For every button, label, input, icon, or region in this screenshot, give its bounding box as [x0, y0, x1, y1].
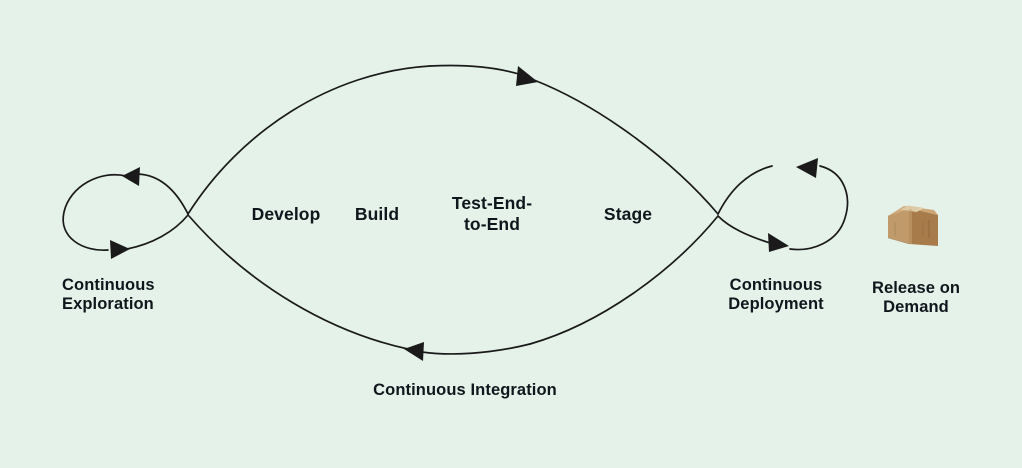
arrowhead-exploration-loop-top [122, 167, 140, 186]
arrowhead-exploration-loop-bottom [110, 240, 130, 259]
exploration-loop-arc-path [62, 173, 127, 251]
phase-label-continuous-integration: Continuous Integration [373, 381, 557, 399]
stage-label-develop: Develop [251, 204, 321, 224]
phase-label-release-on-demand: Release on Demand [871, 279, 961, 317]
exploration-loop-upper-path [137, 173, 189, 215]
arrowhead-upper-arc [516, 66, 538, 86]
stage-label-stage: Stage [603, 204, 653, 224]
deployment-loop-lower-path [717, 215, 771, 244]
arrowhead-deployment-loop-top [796, 158, 818, 178]
upper-arc-path-end [533, 79, 719, 215]
lower-arc-path-mid [421, 343, 531, 355]
lower-arc-path-end [188, 215, 409, 350]
arrowhead-deployment-loop-bottom [768, 233, 789, 252]
stage-label-test-end-to-end: Test-End- to-End [451, 193, 533, 234]
package-box-icon [888, 205, 938, 246]
upper-arc-path-start [187, 65, 431, 215]
upper-arc-path-mid [429, 64, 523, 76]
stage-label-build: Build [354, 204, 400, 224]
lower-arc-path-start [529, 215, 719, 345]
arrowhead-lower-arc [404, 342, 424, 361]
phase-label-continuous-exploration: Continuous Exploration [62, 276, 155, 314]
deployment-loop-upper-path [717, 165, 773, 215]
phase-label-continuous-deployment: Continuous Deployment [728, 276, 824, 314]
exploration-loop-lower-path [126, 214, 189, 250]
deployment-loop-arc-path [789, 165, 849, 251]
